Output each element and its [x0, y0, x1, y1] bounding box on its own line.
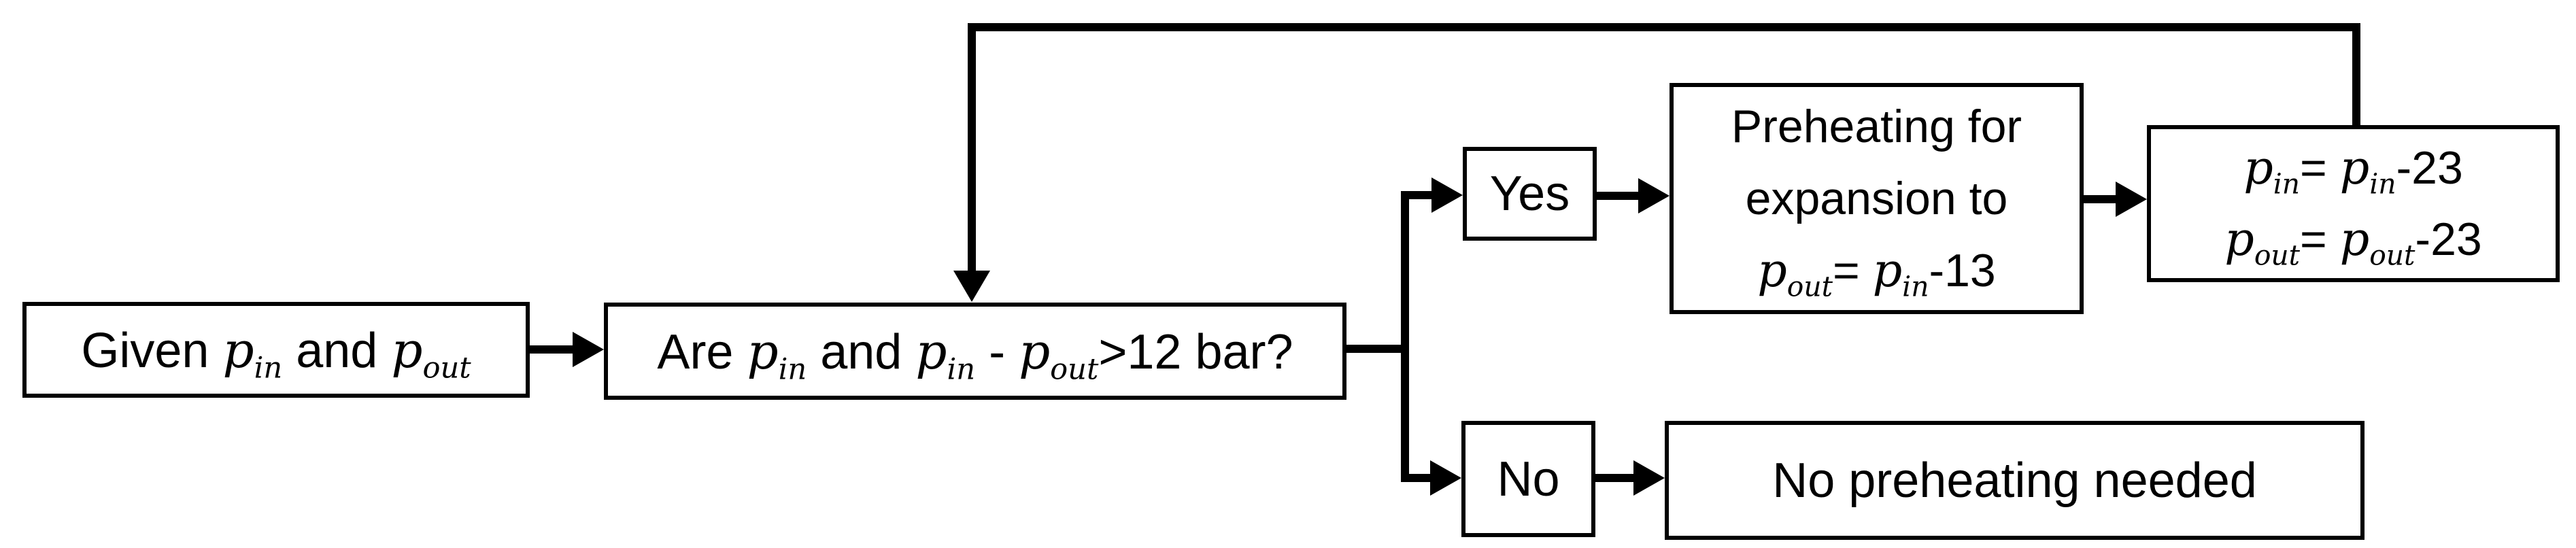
- node-no-preheating-needed: No preheating needed: [1665, 421, 2365, 540]
- node-update-formula2: pout= pout-23: [2224, 212, 2482, 272]
- edge-yes-preheat-arrowhead: [1638, 178, 1670, 213]
- edge-no-nopreheat-arrowhead: [1633, 460, 1665, 496]
- node-preheating-for-expansion: Preheating for expansion to pout= pin-13: [1670, 83, 2084, 314]
- feedback-loop-arrowhead: [953, 271, 990, 302]
- node-update-pressures: pin= pin-23 pout= pout-23: [2147, 125, 2560, 282]
- node-given-text: Given pin and pout: [81, 321, 471, 385]
- edge-given-decision-arrowhead: [573, 332, 604, 367]
- node-preheat-line1: Preheating for: [1731, 100, 2022, 152]
- node-yes: Yes: [1463, 147, 1597, 241]
- edge-preheat-update-arrowhead: [2116, 182, 2147, 217]
- edge-branch-yes-arrowhead: [1431, 177, 1463, 213]
- node-nopreheat-label: No preheating needed: [1772, 453, 2257, 508]
- node-decision-text: Are pin and pin - pout>12 bar?: [657, 322, 1293, 386]
- node-no: No: [1461, 421, 1595, 537]
- node-no-label: No: [1497, 451, 1560, 507]
- node-yes-label: Yes: [1489, 167, 1570, 221]
- node-preheat-formula: pout= pin-13: [1757, 243, 1996, 303]
- edge-branch-no-arrowhead: [1430, 460, 1461, 496]
- node-given-pressures: Given pin and pout: [22, 302, 530, 398]
- node-update-formula1: pin= pin-23: [2243, 141, 2463, 201]
- node-preheat-line2: expansion to: [1745, 172, 2008, 224]
- node-decision-pressure-check: Are pin and pin - pout>12 bar?: [604, 303, 1346, 400]
